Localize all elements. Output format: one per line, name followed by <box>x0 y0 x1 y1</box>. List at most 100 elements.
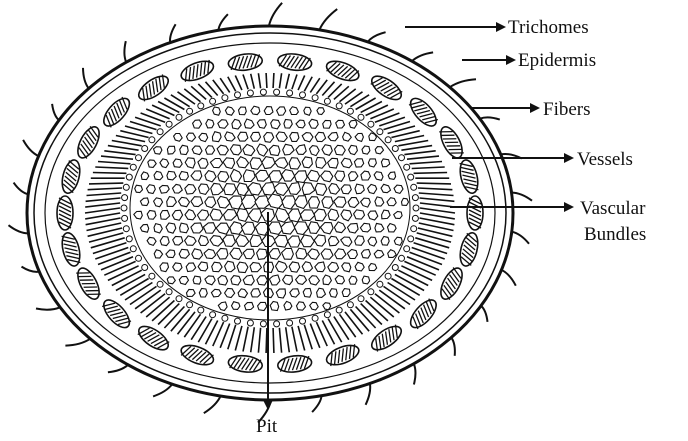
fiber-strand <box>235 326 242 351</box>
pith-cell <box>269 275 280 285</box>
bundle-cap <box>457 231 481 268</box>
pith-cell <box>276 261 288 272</box>
vessel-dot <box>136 255 142 261</box>
fiber-strand <box>184 89 200 102</box>
pith-cell <box>269 249 280 260</box>
pith-cell <box>335 249 346 259</box>
fiber-strand <box>171 95 190 107</box>
trichome-hair <box>204 396 221 413</box>
pith-cell <box>277 107 286 115</box>
pith-cell <box>360 223 370 232</box>
pith-cell <box>206 119 214 128</box>
fiber-strand <box>292 75 297 90</box>
pith-cell <box>341 237 352 246</box>
pith-cell <box>297 302 306 310</box>
pith-cell <box>271 120 281 129</box>
pith-cell <box>290 107 299 115</box>
vessel-dot <box>312 95 318 101</box>
pith-cell <box>210 236 223 247</box>
vessel-dot <box>222 315 228 321</box>
pith-cell <box>289 158 301 169</box>
pith-cell <box>211 183 224 194</box>
pith-cell <box>172 210 182 220</box>
pith-cell <box>167 197 177 207</box>
pith-cell <box>302 157 312 168</box>
vessel-dot <box>136 155 142 161</box>
pith-cell <box>173 263 182 271</box>
vessel-dot <box>142 265 148 271</box>
pith-cell <box>250 263 261 272</box>
pith-cell <box>316 158 326 169</box>
vessel-dot <box>123 226 129 232</box>
pith-cell <box>335 171 345 181</box>
pith-cell <box>147 185 156 194</box>
pith-cell <box>159 185 169 193</box>
pith-cell <box>334 197 346 208</box>
fiber-strand <box>101 257 133 270</box>
pith-cell <box>362 276 369 284</box>
fiber-strand <box>350 95 369 107</box>
pith-cell <box>230 248 242 259</box>
pit-arrowhead <box>263 400 273 410</box>
pith-cell <box>282 170 295 182</box>
fiber-strand <box>345 92 363 104</box>
pith-cell <box>197 210 208 220</box>
vessel-dot <box>358 114 364 120</box>
pith-cell <box>203 223 215 234</box>
fiber-strand <box>108 146 139 151</box>
trichome-hair <box>9 225 29 233</box>
fiber-strand <box>228 325 236 350</box>
pith-cell <box>264 107 273 115</box>
pith-cell <box>199 184 210 195</box>
vessel-dot <box>408 236 414 242</box>
pith-cell <box>185 210 196 220</box>
pith-cell <box>185 185 196 195</box>
vessel-dot <box>247 90 253 96</box>
fiber-strand <box>407 257 439 270</box>
pith-cell <box>276 208 290 222</box>
pith-cell <box>348 223 359 233</box>
pith-cell <box>238 132 248 141</box>
vessel-dot <box>126 174 132 180</box>
pith-cell <box>355 184 364 194</box>
bundle-cap <box>277 354 313 374</box>
pith-cell <box>141 172 149 180</box>
trichome-hair <box>269 3 282 26</box>
pith-cell <box>192 249 203 259</box>
vessel-dot <box>260 89 266 95</box>
pith-cell <box>225 288 235 297</box>
pith-cell <box>243 249 254 259</box>
trichome-hair <box>480 117 500 119</box>
pith-cell <box>288 209 300 222</box>
trichome-hair <box>414 364 416 385</box>
pith-cell <box>167 171 176 180</box>
pith-cell <box>250 158 262 170</box>
fiber-strand <box>243 75 248 90</box>
fiber-strand <box>251 74 255 89</box>
pith-cell <box>206 146 215 155</box>
pith-cell <box>314 209 326 221</box>
pith-cell <box>341 185 351 194</box>
pith-cell <box>244 119 254 128</box>
pith-cell <box>251 106 260 114</box>
pith-cell <box>307 170 319 181</box>
pith-cell <box>329 236 339 246</box>
pith-cell <box>348 198 359 208</box>
fiber-strand <box>298 76 305 91</box>
vessel-dot <box>368 121 374 127</box>
pith-cell <box>255 196 270 209</box>
pith-cell <box>302 133 313 142</box>
vascular-label: Vascular <box>580 198 646 219</box>
pith-cell <box>275 158 288 169</box>
vessel-dot <box>121 205 127 211</box>
pith-cell <box>300 210 314 221</box>
pith-cell <box>257 276 268 285</box>
pith-cell <box>173 159 182 167</box>
pith-cell <box>224 184 236 195</box>
fiber-strand <box>273 328 274 353</box>
pith-cell <box>264 132 274 142</box>
pith-cell <box>334 222 345 233</box>
fiber-strand <box>258 328 260 353</box>
pith-cell <box>282 196 296 209</box>
bundle-cap <box>457 158 481 195</box>
